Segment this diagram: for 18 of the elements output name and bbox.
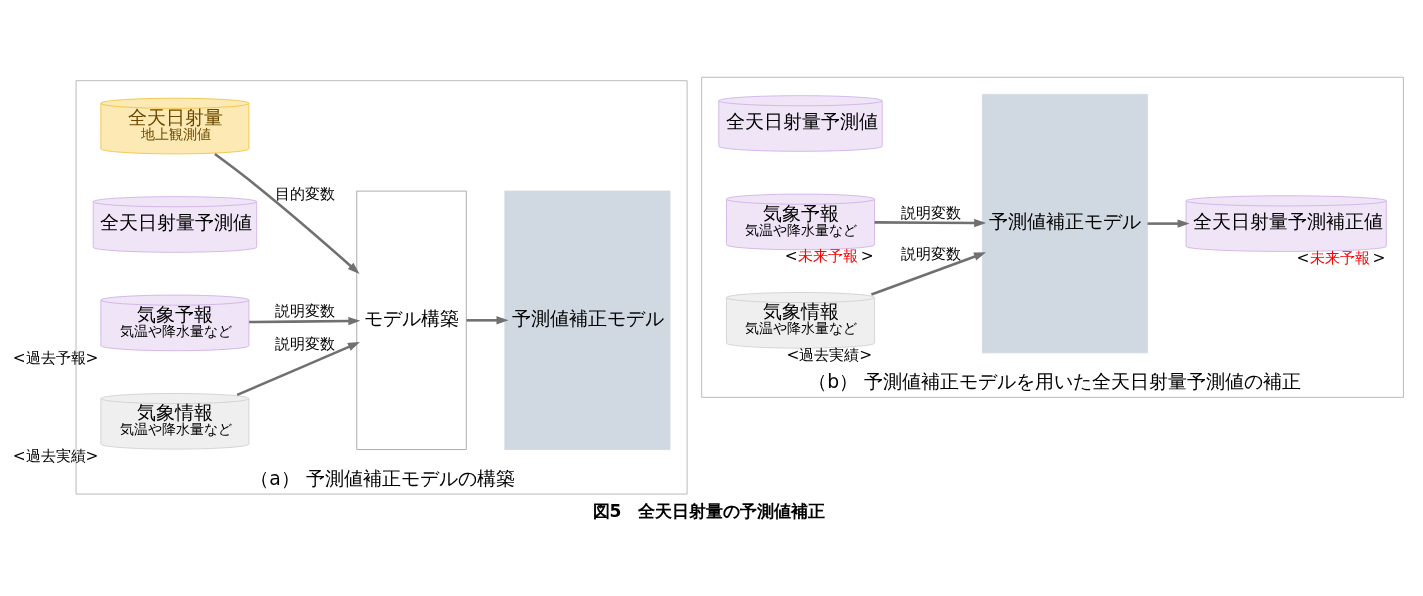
- edge-label: 説明変数: [275, 301, 336, 320]
- node-box: 予測値補正モデル: [981, 93, 1148, 353]
- arrow: [1147, 218, 1190, 228]
- caption: 図5 全天日射量の予測値補正: [592, 500, 826, 521]
- edge-label: 説明変数: [901, 244, 962, 263]
- arrow: [871, 251, 986, 296]
- arrow: [249, 316, 361, 325]
- edge-label: 説明変数: [275, 334, 336, 353]
- arrow: [466, 315, 509, 325]
- arrow: [236, 341, 360, 396]
- node-label: <過去予報>: [12, 348, 99, 367]
- node-label: <過去実績>: [12, 446, 99, 465]
- edge-label: 目的変数: [275, 184, 336, 203]
- arrow: [214, 152, 360, 274]
- arrow: [874, 218, 987, 227]
- edge-label: 説明変数: [901, 203, 962, 222]
- node-box: 予測値補正モデル: [504, 190, 671, 450]
- node-box: モデル構築: [356, 190, 467, 450]
